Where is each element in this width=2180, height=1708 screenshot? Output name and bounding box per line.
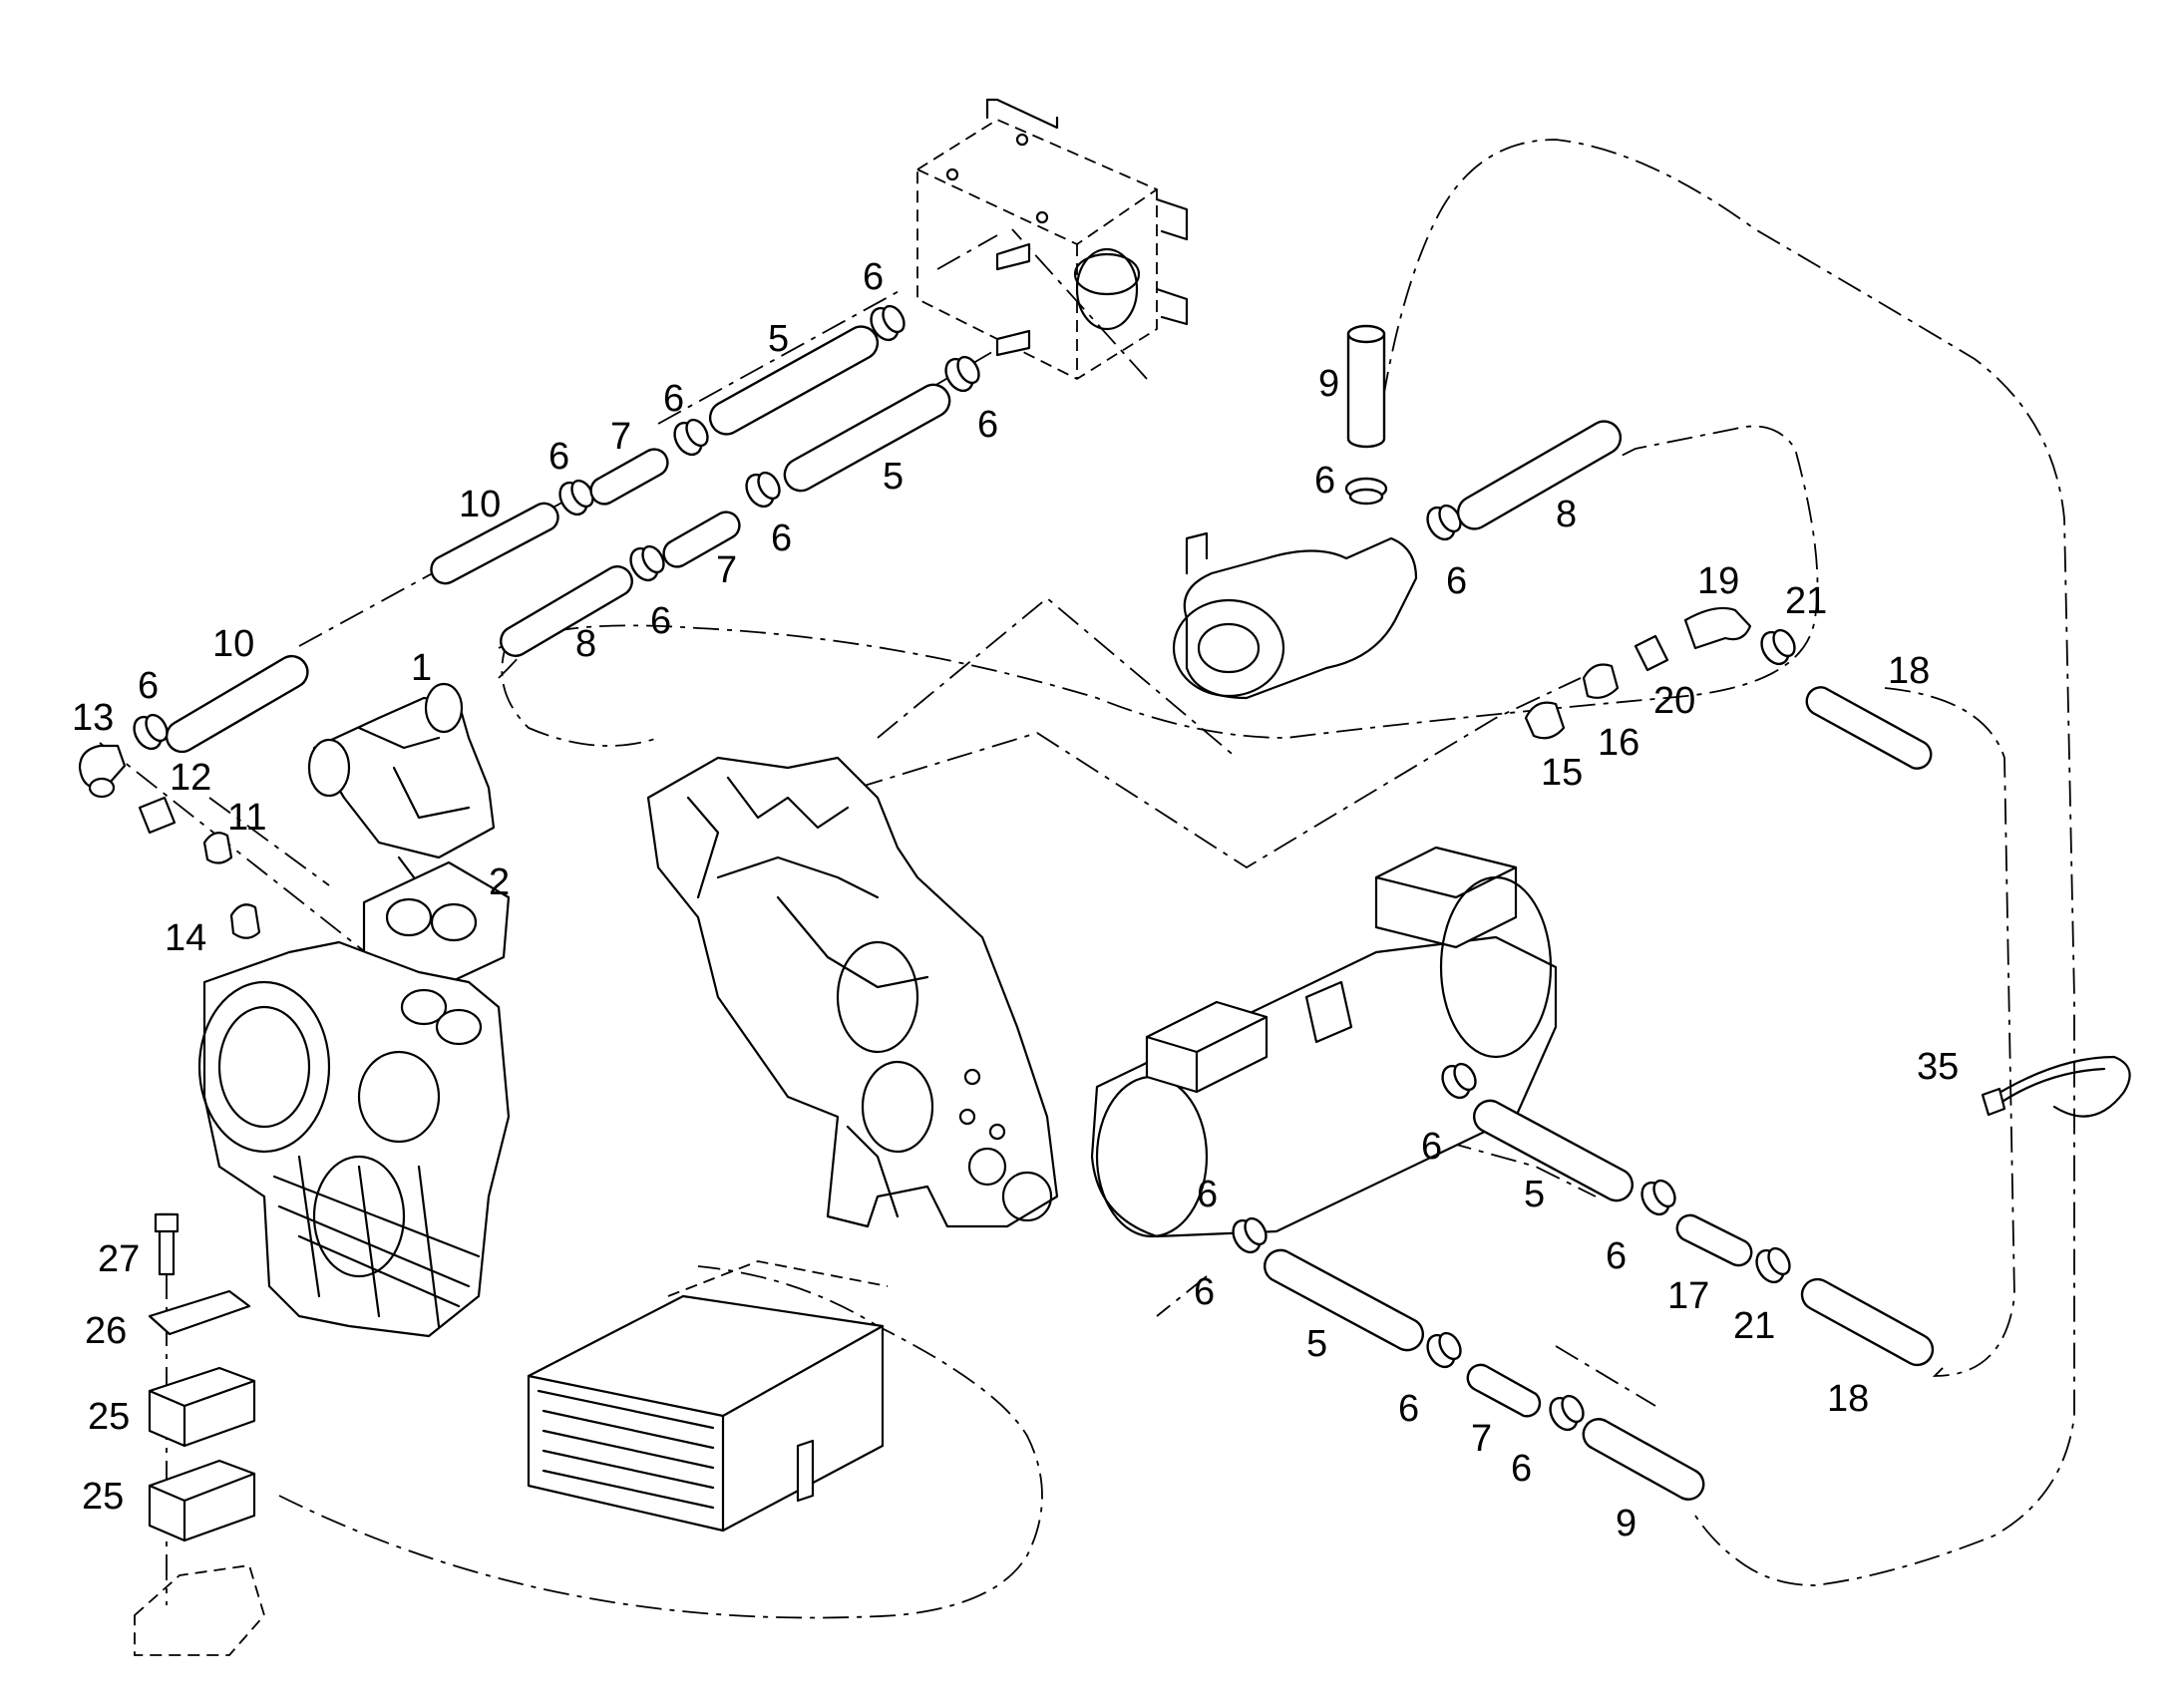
callout-17: 17 [1667,1275,1709,1317]
callout-21: 21 [1785,580,1827,622]
routing-lines [99,139,2075,1619]
callout-16: 16 [1598,722,1639,764]
thermostat-housing [307,682,511,994]
battery-box [527,1260,889,1533]
callout-25: 25 [82,1476,124,1518]
engine-front-cover [197,940,511,1338]
callout-5: 5 [1306,1323,1327,1365]
callout-26: 26 [85,1310,127,1352]
callout-7: 7 [610,416,631,458]
callout-6: 6 [1197,1174,1218,1215]
callout-7: 7 [1471,1418,1492,1460]
callout-8: 8 [1556,494,1577,535]
callout-18: 18 [1888,650,1930,692]
callout-6: 6 [548,436,569,478]
callout-6: 6 [650,600,671,642]
callout-13: 13 [72,697,114,739]
callout-15: 15 [1541,752,1583,794]
band-clamp [1981,1055,2131,1118]
callout-12: 12 [170,757,211,799]
callout-6: 6 [1606,1235,1627,1277]
callout-6: 6 [1194,1271,1215,1313]
left-fittings [78,713,261,939]
callout-14: 14 [165,917,206,959]
callout-5: 5 [883,456,904,498]
callout-35: 35 [1917,1046,1959,1088]
callout-6: 6 [1421,1126,1442,1168]
coolant-tank [1090,846,1558,1254]
callout-2: 2 [489,861,510,903]
callout-labels: 1 2 5 5 5 5 6 6 6 6 6 6 6 6 6 6 6 6 6 6 … [72,256,1959,1544]
callout-11: 11 [227,797,266,839]
right-fittings [1524,606,1933,770]
callout-9: 9 [1616,1503,1636,1544]
callout-27: 27 [98,1238,140,1280]
callout-6: 6 [863,256,884,298]
callout-20: 20 [1653,680,1695,722]
callout-6: 6 [138,665,159,707]
callout-5: 5 [768,318,789,360]
callout-8: 8 [575,623,596,665]
callout-19: 19 [1697,560,1739,602]
callout-6: 6 [1511,1448,1532,1490]
callout-9: 9 [1318,363,1339,405]
callout-6: 6 [663,378,684,420]
callout-21: 21 [1733,1305,1775,1347]
callout-6: 6 [977,404,998,446]
engine-block [646,756,1059,1228]
callout-6: 6 [1314,460,1335,502]
callout-18: 18 [1827,1378,1869,1420]
callout-6: 6 [1398,1388,1419,1430]
callout-6: 6 [771,517,792,559]
lower-hose-chain [1264,1099,1935,1501]
callout-1: 1 [411,647,432,689]
callout-5: 5 [1524,1174,1545,1215]
callout-10: 10 [459,484,501,525]
callout-6: 6 [1446,560,1467,602]
upper-hose-chain [165,304,980,754]
callout-25: 25 [88,1396,130,1438]
control-box-assembly [916,98,1189,381]
callout-10: 10 [212,623,254,665]
callout-7: 7 [716,549,737,591]
mount-stack [134,1212,266,1656]
water-pump-assembly [1172,324,1623,700]
